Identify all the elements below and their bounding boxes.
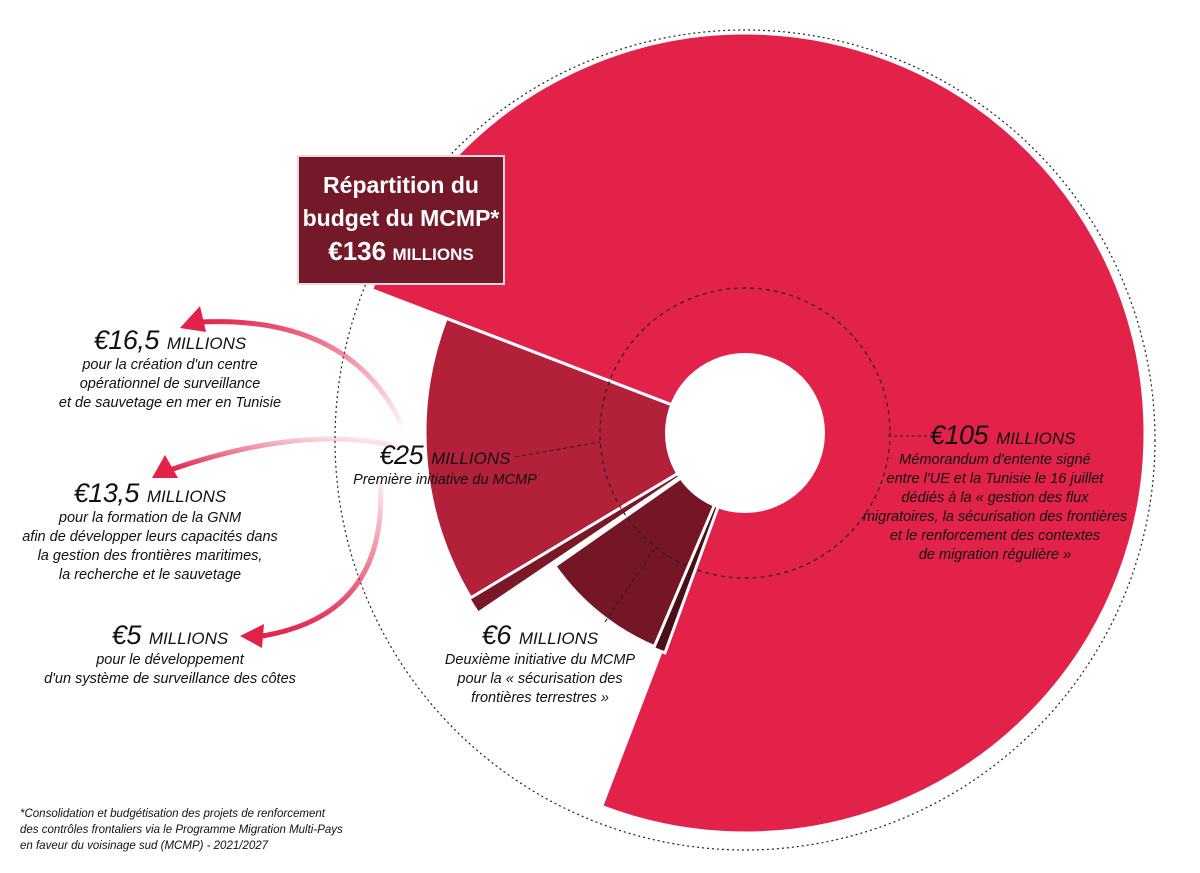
amount: €25 (379, 440, 424, 470)
leader-line-6 (604, 547, 656, 623)
unit: MILLIONS (431, 449, 511, 468)
label-5: €5 MILLIONS pour le développement d'un sy… (20, 620, 320, 689)
arrowhead-16-5 (180, 306, 206, 332)
arrow-16-5 (199, 319, 405, 427)
arrow-13-5 (169, 436, 393, 473)
description-line: entre l'UE et la Tunisie le 16 juillet (886, 471, 1104, 487)
unit: MILLIONS (996, 429, 1076, 448)
arrowhead-5 (240, 624, 264, 648)
description-line: pour la création d'un centre (82, 357, 258, 373)
label-13-5: €13,5 MILLIONS pour la formation de la GN… (0, 478, 300, 585)
unit: MILLIONS (166, 334, 247, 353)
footnote-line: *Consolidation et budgétisation des proj… (20, 808, 325, 820)
description-line: la gestion des frontières maritimes, (37, 548, 263, 564)
unit: MILLIONS (146, 487, 227, 506)
description-line: migratoires, la sécurisation des frontiè… (862, 509, 1128, 525)
title-box: Répartition du budget du MCMP* €136 MILL… (297, 155, 505, 285)
title-line-2: budget du MCMP* (302, 205, 500, 231)
unit: MILLIONS (148, 629, 229, 648)
description-line: dédiés à la « gestion des flux (901, 490, 1089, 506)
description-line: pour la formation de la GNM (58, 510, 242, 526)
total-amount: €136 (328, 236, 387, 266)
amount: €16,5 (93, 325, 160, 355)
label-first-initiative: €25 MILLIONS Première initiative du MCMP (330, 440, 560, 490)
description-line: frontières terrestres » (471, 690, 609, 706)
label-16-5: €16,5 MILLIONS pour la création d'un cent… (20, 325, 320, 413)
description-line: afin de développer leurs capacités dans (22, 529, 278, 545)
center-hole (665, 353, 825, 513)
total-unit: MILLIONS (392, 245, 474, 264)
footnote-line: en faveur du voisinage sud (MCMP) - 2021… (20, 840, 269, 852)
description-line: opérationnel de surveillance (79, 376, 261, 392)
outer-dotted-ring (334, 29, 1156, 851)
label-second-initiative: €6 MILLIONS Deuxième initiative du MCMP p… (420, 620, 660, 708)
description: Première initiative du MCMP (353, 472, 537, 488)
slice-first-initiative-edge (466, 431, 746, 616)
description-line: pour la « sécurisation des (457, 671, 623, 687)
inner-dotted-ring (599, 287, 891, 579)
amount: €5 (111, 620, 142, 650)
description-line: Mémorandum d'entente signé (899, 452, 1091, 468)
description-line: pour le développement (96, 652, 244, 668)
title-line-1: Répartition du (323, 172, 479, 198)
description-line: de migration régulière » (918, 547, 1072, 563)
amount: €6 (481, 620, 512, 650)
amount: €13,5 (73, 478, 140, 508)
amount: €105 (930, 420, 989, 450)
unit: MILLIONS (518, 629, 599, 648)
description-line: et le renforcement des contextes (889, 528, 1101, 544)
slice-first-initiative (423, 316, 749, 605)
footnote-line: des contrôles frontaliers via le Program… (20, 824, 343, 836)
description-line: et de sauvetage en mer en Tunisie (58, 395, 282, 411)
arrowhead-13-5 (152, 455, 178, 478)
description-line: d'un système de surveillance des côtes (44, 671, 296, 687)
description-line: la recherche et le sauvetage (58, 567, 242, 583)
arrow-5 (261, 477, 384, 639)
description-line: Deuxième initiative du MCMP (444, 652, 636, 668)
leader-line-25 (514, 441, 601, 458)
footnote: *Consolidation et budgétisation des proj… (20, 806, 343, 854)
